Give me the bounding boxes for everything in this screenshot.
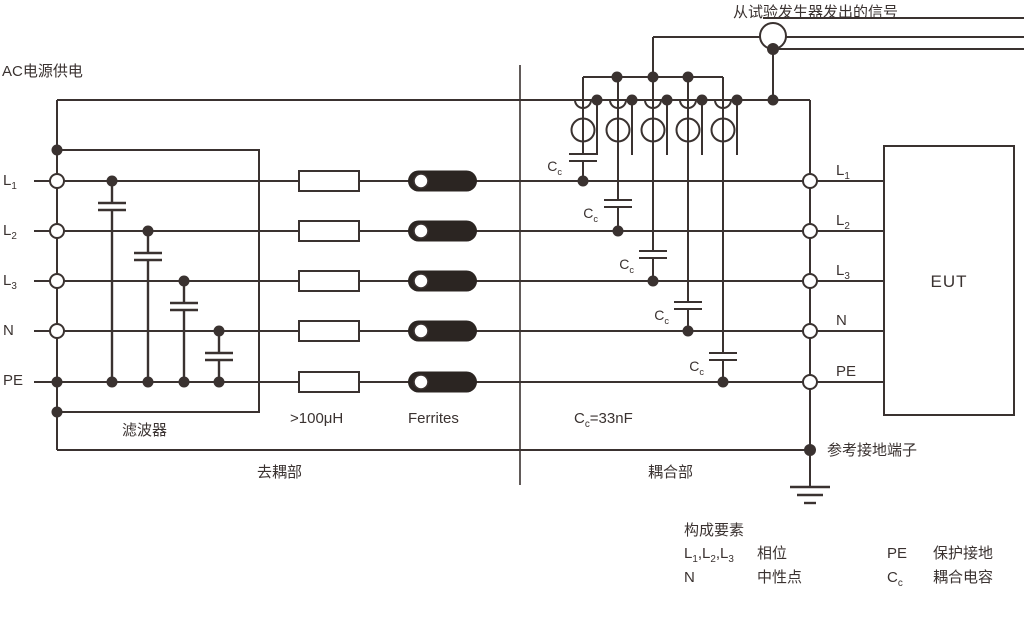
left-terminal-pe: PE (3, 372, 24, 389)
left-terminal-n: N (3, 322, 14, 339)
legend-symbol-phases: L1,L2,L3 (684, 545, 734, 565)
reference-ground-label: 参考接地端子 (827, 442, 918, 459)
left-terminal-l1: L1 (3, 172, 17, 192)
ac-supply-label: AC电源供电 (2, 63, 83, 80)
legend-meaning-pe: 保护接地 (933, 545, 994, 562)
right-terminal-l2: L2 (836, 212, 850, 232)
legend-symbol-neutral: N (684, 569, 695, 586)
right-terminal-pe: PE (836, 363, 857, 380)
inductor-symbols (298, 170, 360, 393)
bus-lines (56, 99, 811, 487)
filter-capacitors (98, 181, 233, 382)
coupling-cap-label-4: Cc (654, 307, 669, 326)
legend-symbol-pe: PE (887, 545, 908, 562)
generator-symbol (652, 17, 1024, 100)
coupling-cap-value: Cc=33nF (574, 410, 633, 430)
decoupling-section-label: 去耦部 (257, 464, 303, 481)
left-terminal-l2: L2 (3, 222, 17, 242)
legend-meaning-neutral: 中性点 (757, 569, 803, 586)
right-terminal-n: N (836, 312, 847, 329)
coupling-section-label: 耦合部 (648, 464, 694, 481)
generator-cable-lines (763, 17, 1024, 50)
coupling-cap-label-2: Cc (583, 205, 598, 224)
coupling-cap-label-1: Cc (547, 158, 562, 177)
right-terminal-l1: L1 (836, 162, 850, 182)
legend-meaning-phases: 相位 (757, 545, 788, 562)
terminal-circles (49, 173, 818, 390)
legend-symbol-cc: Cc (887, 569, 903, 589)
junction-dots (51, 71, 816, 456)
legend-meaning-cc: 耦合电容 (933, 569, 994, 586)
generator-signal-label: 从试验发生器发出的信号 (733, 4, 899, 21)
ferrites-label: Ferrites (408, 410, 459, 427)
ferrite-symbols (408, 170, 477, 393)
legend-title: 构成要素 (684, 522, 745, 539)
ground-symbol (790, 485, 830, 505)
coupling-cap-label-3: Cc (619, 256, 634, 275)
left-terminal-l3: L3 (3, 272, 17, 292)
coupling-network (569, 76, 738, 382)
eut-label: EUT (930, 272, 968, 291)
generator-left-lead (652, 36, 760, 77)
coupling-cap-label-5: Cc (689, 358, 704, 377)
right-terminal-l3: L3 (836, 262, 850, 282)
inductor-value-label: >100μH (290, 410, 344, 427)
filter-label: 滤波器 (122, 422, 168, 439)
filter-box (57, 149, 260, 413)
eut-box (883, 145, 1015, 416)
